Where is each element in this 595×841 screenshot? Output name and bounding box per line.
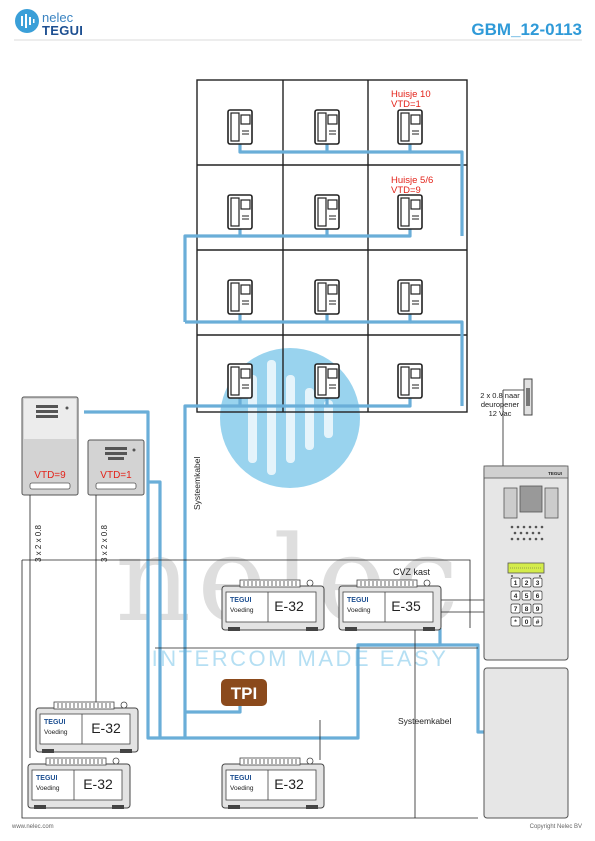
monitor-r2c2 [314, 194, 340, 230]
key-4: 4 [514, 593, 518, 600]
cable-label-right: 3 x 2 x 0.8 [100, 525, 109, 562]
key-2: 2 [525, 580, 529, 587]
psu-model: E-32 [83, 776, 113, 792]
house56-vtd: VTD=9 [391, 185, 421, 196]
outdoor-panel-right: VTD=1 [87, 439, 145, 496]
monitor-r1c1 [227, 109, 253, 145]
entrance-panel-brand: TEGUI [548, 471, 562, 476]
psu-model: E-32 [274, 776, 304, 792]
building-grid [196, 79, 468, 413]
document-code: GBM_12-0113 [471, 20, 582, 39]
psu-sub: Voeding [230, 607, 254, 614]
psu-bottom-left-2: TEGUI Voeding E-32 [27, 757, 131, 810]
monitor-r4c2 [314, 363, 340, 399]
footer-website: www.nelec.com [12, 824, 54, 830]
key-8: 8 [525, 606, 529, 613]
psu-bottom-left-1: TEGUI Voeding E-32 [35, 701, 139, 754]
psu-brand: TEGUI [347, 597, 368, 604]
monitor-r4c3 [397, 363, 423, 399]
psu-model: E-32 [91, 720, 121, 736]
psu-sub: Voeding [347, 607, 371, 614]
entrance-panel-lower [483, 667, 569, 819]
door-opener-label-2: deuropener [481, 400, 520, 409]
key-7: 7 [514, 606, 518, 613]
watermark-slogan: INTERCOM MADE EASY [152, 646, 449, 671]
key-5: 5 [525, 593, 529, 600]
entrance-panel: TEGUI 1 2 3 [483, 465, 569, 819]
psu-sub: Voeding [230, 785, 254, 792]
footer-copyright: Copyright Nelec BV [529, 824, 582, 830]
monitor-r4c1 [227, 363, 253, 399]
psu-top-left: TEGUI Voeding E-32 [221, 579, 325, 632]
door-opener [523, 378, 533, 416]
house10-vtd: VTD=1 [391, 99, 421, 110]
psu-model: E-32 [274, 598, 304, 614]
power-wiring [21, 389, 525, 819]
key-3: 3 [536, 580, 540, 587]
panel-left-vtd: VTD=9 [34, 470, 66, 481]
outdoor-panel-left: VTD=9 [21, 396, 79, 496]
system-cable-label-vertical: Systeemkabel [192, 457, 202, 510]
cable-label-left: 3 x 2 x 0.8 [34, 525, 43, 562]
tpi-module: TPI [221, 679, 267, 706]
psu-brand: TEGUI [44, 719, 65, 726]
key-hash: # [536, 619, 540, 626]
brand-sub: TEGUI [42, 23, 84, 38]
cabinet-label: CVZ kast [393, 567, 431, 577]
tpi-label: TPI [231, 684, 257, 703]
door-opener-label-1: 2 x 0.8 naar [480, 391, 520, 400]
psu-brand: TEGUI [230, 597, 251, 604]
house56-name: Huisje 5/6 [391, 175, 433, 186]
system-cable-label-horizontal: Systeemkabel [398, 716, 451, 726]
psu-sub: Voeding [36, 785, 60, 792]
monitor-r3c2 [314, 279, 340, 315]
door-opener-label-3: 12 Vac [489, 409, 512, 418]
key-1: 1 [514, 580, 518, 587]
monitor-r2c1 [227, 194, 253, 230]
key-0: 0 [525, 619, 529, 626]
key-6: 6 [536, 593, 540, 600]
brand-name: nelec [42, 10, 74, 25]
psu-brand: TEGUI [36, 775, 57, 782]
monitor-r1c3 [397, 109, 423, 145]
system-cable [84, 135, 484, 740]
panel-right-vtd: VTD=1 [100, 470, 132, 481]
house10-name: Huisje 10 [391, 89, 431, 100]
monitor-r2c3 [397, 194, 423, 230]
psu-top-right: TEGUI Voeding E-35 [338, 579, 442, 632]
psu-model: E-35 [391, 598, 421, 614]
monitor-r1c2 [314, 109, 340, 145]
key-star: * [514, 619, 517, 626]
monitor-r3c3 [397, 279, 423, 315]
psu-sub: Voeding [44, 729, 68, 736]
psu-bottom-center: TEGUI Voeding E-32 [221, 757, 325, 810]
key-9: 9 [536, 606, 540, 613]
monitor-r3c1 [227, 279, 253, 315]
nelec-logo-icon [15, 9, 39, 33]
psu-brand: TEGUI [230, 775, 251, 782]
